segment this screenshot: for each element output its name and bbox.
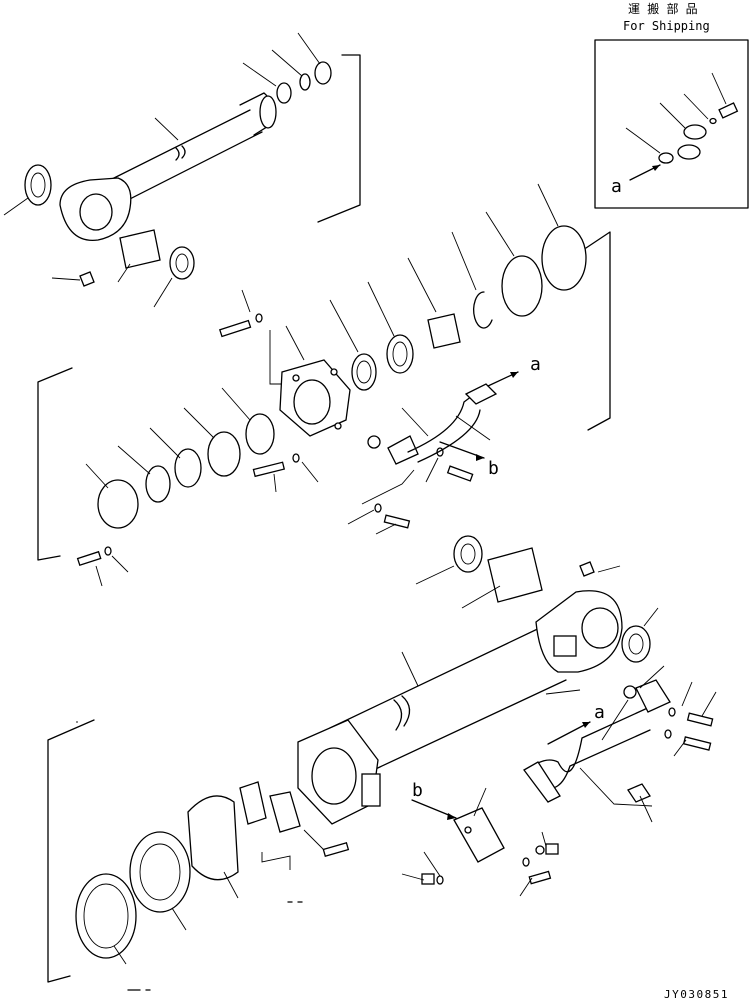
bracket-bolt: [528, 870, 552, 885]
piston-seal-ring: [75, 873, 137, 959]
shipping-arrow-icon: [652, 165, 660, 171]
ref-arrow-a-upper-icon: [510, 372, 518, 378]
clamp-bolt-lower: [383, 514, 411, 529]
tube-port-block: [553, 635, 577, 657]
back-up-ring: [501, 255, 543, 317]
ref-arrow-b-upper-icon: [476, 454, 484, 461]
cylinder-head-assembly: a b: [37, 183, 611, 587]
head-seal-2: [386, 334, 414, 374]
tube-head-bore: [311, 747, 357, 805]
piston-spacer: [187, 795, 239, 881]
hydraulic-tube-upper: [407, 389, 481, 463]
wiper-ring: [245, 413, 275, 455]
tube-elbow-block: [635, 679, 671, 713]
bracket-nut-right: [545, 843, 559, 855]
tube-side-block: [361, 773, 381, 807]
piston: [129, 831, 191, 913]
cylinder-head-bore: [293, 379, 331, 425]
shipping-o-ring: [658, 152, 674, 164]
shipping-title-en: For Shipping: [623, 19, 710, 33]
bottom-bushing: [487, 547, 543, 603]
ref-label-a-lower: a: [594, 702, 605, 723]
elbow-bolt-1: [686, 712, 714, 727]
tube-o-ring: [367, 435, 381, 449]
tube-flange-bolt: [322, 842, 350, 857]
shipping-parts-box: 運 搬 部 品 For Shipping a: [594, 1, 749, 209]
bottom-grease-fitting: [579, 561, 595, 577]
head-seal-1: [351, 353, 377, 391]
head-o-ring: [541, 225, 587, 291]
rod-bushing-seal: [169, 246, 195, 280]
u-packing: [174, 448, 202, 488]
head-bolt-side: [252, 461, 286, 478]
ref-label-b-upper: b: [488, 458, 499, 479]
rod-ring-1: [276, 82, 292, 104]
head-washer-top: [255, 313, 263, 323]
rod-packing-bushing: [207, 431, 241, 477]
bottom-dust-seal: [453, 535, 483, 573]
buffer-ring: [145, 465, 171, 503]
rod-ring-3: [314, 61, 332, 85]
rod-eye-bore: [79, 193, 113, 231]
snap-ring: [473, 291, 493, 329]
piston-rod-assembly: [3, 32, 361, 308]
piston-rod: [109, 109, 263, 206]
ref-label-a-upper: a: [530, 354, 541, 375]
bracket-nut-left: [421, 873, 435, 885]
tube-end-flange-lower: [523, 761, 561, 803]
head-group-bracket-left: [37, 367, 73, 561]
head-bolt-top: [218, 319, 252, 338]
tube-flange-clamp: [387, 435, 419, 465]
rod-bushing: [119, 229, 161, 269]
elbow-o-ring: [623, 685, 637, 699]
dust-seal: [24, 164, 52, 206]
split-flange-half-lower: [677, 144, 701, 160]
rod-ring-2: [299, 73, 311, 91]
piston-nut-half-1: [239, 781, 267, 825]
head-group-bracket-right: [585, 231, 611, 431]
head-bushing: [427, 313, 461, 349]
ref-label-b-lower: b: [412, 780, 423, 801]
ref-arrow-a-lower-icon: [582, 722, 590, 728]
retainer-bolt: [76, 550, 102, 567]
shipping-washer: [709, 117, 717, 125]
head-washer-side: [292, 453, 300, 463]
rod-group-bracket: [317, 54, 361, 223]
piston-nut-half-2: [269, 791, 301, 833]
ref-arrow-b-lower-icon: [447, 813, 456, 820]
hydraulic-tube-lower: [529, 705, 653, 790]
tube-end-flange-upper: [464, 383, 498, 405]
cylinder-tube: [329, 623, 567, 781]
tube-clip: [627, 783, 651, 803]
cylinder-tube-assembly: b a: [47, 535, 717, 991]
retainer-plate: [97, 479, 139, 529]
retainer-washer: [104, 546, 112, 556]
bottom-seal-right: [621, 625, 651, 663]
bottom-eye-bore: [581, 607, 619, 649]
shipping-box-frame: [594, 39, 749, 209]
clamp-bolt-right: [446, 465, 474, 482]
shipping-title-jp: 運 搬 部 品: [628, 1, 698, 16]
shipping-ref-label: a: [611, 176, 622, 197]
elbow-bolt-2: [682, 736, 712, 751]
shipping-bolt: [718, 102, 739, 119]
split-flange-half-upper: [683, 124, 707, 140]
drawing-number: JY030851: [664, 988, 729, 1001]
piston-group-bracket: [47, 719, 95, 983]
rod-end-step: [259, 95, 277, 129]
mounting-bracket: [453, 807, 505, 863]
grease-fitting: [79, 271, 95, 287]
